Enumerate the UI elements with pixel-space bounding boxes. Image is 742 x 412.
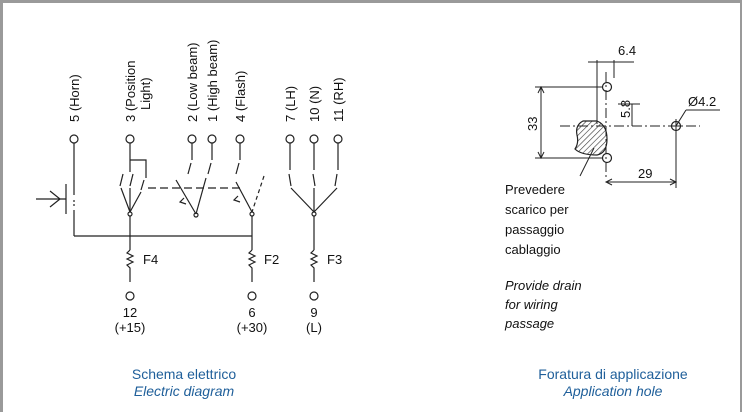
electric-caption-it: Schema elettrico [132,366,236,382]
terminal-circle-4 [235,134,245,144]
note-en-line-1: Provide drain [505,278,582,293]
dim-width-label: 6.4 [618,43,636,58]
note-it-line-3: passaggio [505,222,564,237]
flash-switch [232,143,265,250]
dim-offset-label: 5.8 [618,100,633,118]
terminal-label-high-beam: 1 (High beam) [205,40,220,122]
application-hole-drawing: 6.4 33 5.8 Ø4.2 29 Preve [504,43,720,399]
note-it-line-1: Prevedere [505,182,565,197]
terminal-label-lh: 7 (LH) [283,86,298,122]
fuses: F4 F2 F3 [125,249,342,282]
terminal-label-low-beam: 2 (Low beam) [185,43,200,122]
fuse-label-f4: F4 [143,252,158,267]
fuse-label-f2: F2 [264,252,279,267]
terminal-label-n: 10 (N) [307,86,322,122]
terminal-circle-1 [207,134,217,144]
electric-diagram: 5 (Horn) 3 (Position Light) 2 (Low beam)… [36,40,346,399]
dim-diameter-label: Ø4.2 [688,94,716,109]
terminal-label-flash: 4 (Flash) [233,71,248,122]
terminal-circle-2 [187,134,197,144]
horn-switch [36,143,75,236]
hole-caption-it: Foratura di applicazione [538,366,688,382]
note-en-line-3: passage [504,316,554,331]
terminal-circle-10 [309,134,319,144]
lower-hole [601,152,613,164]
upper-hole [601,81,613,93]
top-terminals [69,134,343,144]
electric-caption-en: Electric diagram [134,383,235,399]
beam-switch [175,143,213,218]
bottom-terminal-6-sub: (+30) [237,320,268,335]
bottom-terminal-12-sub: (+15) [115,320,146,335]
note-it-line-2: scarico per [505,202,569,217]
bottom-terminals: 12 (+15) 6 (+30) 9 (L) [115,291,322,335]
terminal-label-position: 3 (Position [123,61,138,122]
bottom-terminal-6: 6 [248,305,255,320]
terminal-circle-11 [333,134,343,144]
terminal-label-horn: 5 (Horn) [67,74,82,122]
note-it-line-4: cablaggio [505,242,561,257]
light-switch [119,143,240,250]
terminal-label-rh: 11 (RH) [331,77,346,122]
dim-height-label: 33 [525,117,540,131]
bottom-terminal-9: 9 [310,305,317,320]
hole-caption-en: Application hole [563,383,663,399]
bottom-terminal-9-sub: (L) [306,320,322,335]
terminal-circle-3 [125,134,135,144]
terminal-circle-7 [285,134,295,144]
slot-shape [574,120,608,156]
fuse-label-f3: F3 [327,252,342,267]
note-en-line-2: for wiring [505,297,559,312]
bottom-terminal-12: 12 [123,305,137,320]
terminal-circle-5 [69,134,79,144]
terminal-label-position-2: Light) [138,77,153,110]
indicator-switch [288,143,339,250]
dim-distance-label: 29 [638,166,652,181]
